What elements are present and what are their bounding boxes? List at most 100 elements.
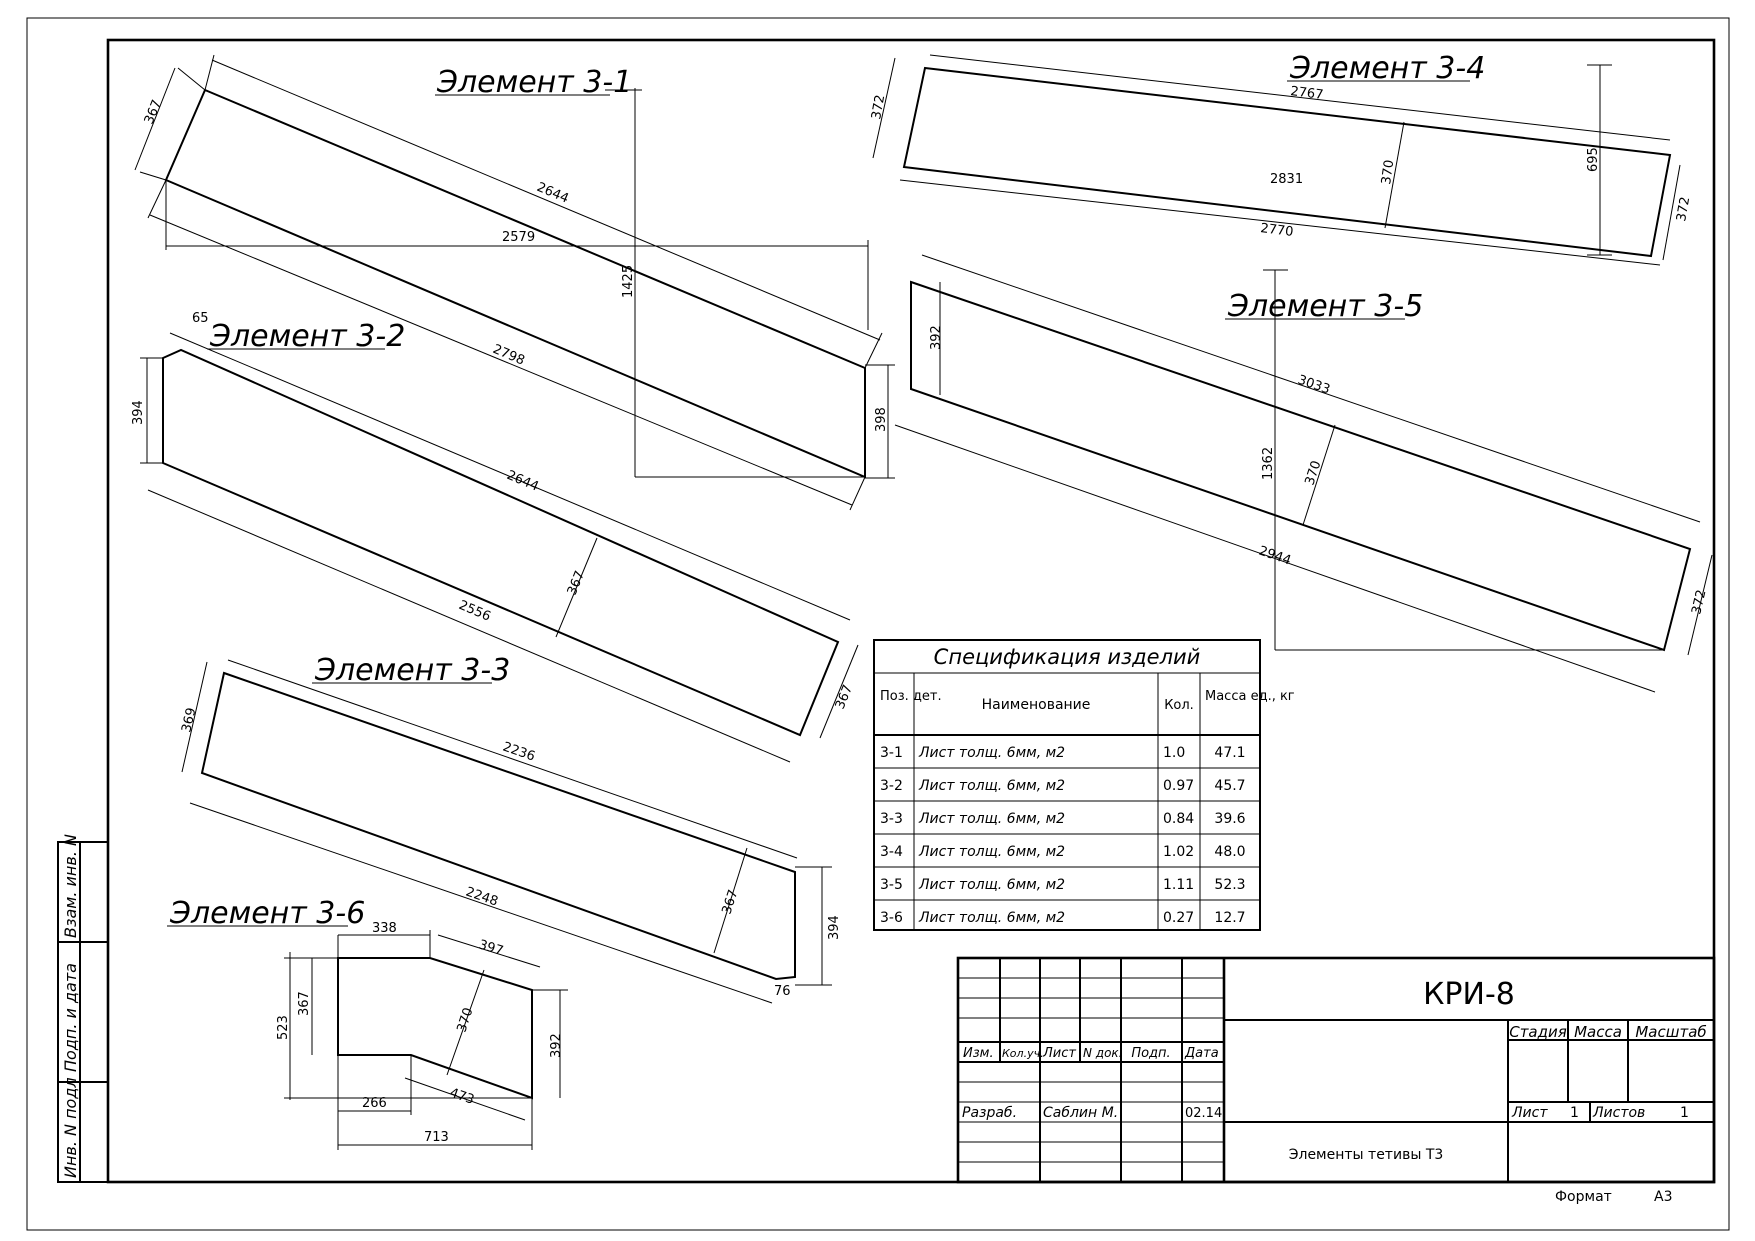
tb-col-podp: Подп. [1131,1046,1170,1061]
spec-row-pos: 3-5 [880,877,903,893]
e4-dim-372-end: 372 [1674,196,1693,223]
e4-dim-2831: 2831 [1270,172,1303,187]
e1-dim-367: 367 [142,98,165,127]
element-3-1: Элемент 3-1 367 2644 2579 1425 2798 398 [134,54,895,511]
e1-dim-398: 398 [874,407,889,432]
tb-sheets-label: Листов [1592,1105,1645,1121]
e6-dim-392: 392 [549,1033,564,1058]
element-3-5: Элемент 3-5 392 3033 1362 370 2944 372 [894,254,1713,693]
side-stamp-orig-inv: Инв. N подл [61,1077,80,1178]
element-3-5-title: Элемент 3-5 [1227,289,1423,324]
title-block: Изм. Кол.уч. Лист N док. Подп. Дата Разр… [956,956,1716,1205]
e6-dim-367: 367 [297,991,312,1016]
side-stamp-replace-inv: Взам. инв. N [61,834,80,938]
spec-row-mass: 45.7 [1214,778,1245,794]
element-3-6: Элемент 3-6 338 397 523 367 370 392 266 … [167,896,568,1150]
spec-row-mass: 39.6 [1214,811,1245,827]
spec-row-qty: 0.84 [1163,811,1194,827]
spec-row-name: Лист толщ. 6мм, м2 [918,910,1065,926]
element-3-1-outline [164,88,866,479]
element-3-3-outline [200,671,796,981]
element-3-6-title: Элемент 3-6 [169,896,365,931]
e5-dim-370: 370 [1303,459,1325,487]
tb-col-kol-uch: Кол.уч. [1002,1047,1044,1060]
e1-dim-2579: 2579 [502,230,535,245]
spec-row-pos: 3-1 [880,745,903,761]
element-3-4-outline [902,66,1672,258]
e6-dim-523: 523 [276,1015,291,1040]
e1-dim-1425: 1425 [621,265,636,298]
e2-dim-65: 65 [192,311,209,326]
side-stamp-sign-date: Подп. и дата [61,963,80,1072]
spec-row-pos: 3-3 [880,811,903,827]
element-3-2-outline [162,348,840,737]
e5-dim-1362: 1362 [1261,447,1276,480]
drawing-frame [106,38,1716,1184]
spec-row-mass: 47.1 [1214,745,1245,761]
spec-title: Спецификация изделий [934,645,1201,669]
e3-dim-76: 76 [774,984,791,999]
tb-stage-label: Стадия [1509,1023,1567,1041]
e3-dim-367: 367 [720,888,742,916]
spec-row-mass: 48.0 [1214,844,1245,860]
e5-dim-3033: 3033 [1296,373,1332,398]
tb-developer-name: Саблин М. [1043,1105,1118,1121]
spec-row-qty: 1.11 [1163,877,1194,893]
element-3-4: Элемент 3-4 372 2767 2831 370 695 2770 3… [869,51,1693,266]
spec-header-qty: Кол. [1164,698,1194,713]
spec-row-name: Лист толщ. 6мм, м2 [918,844,1065,860]
spec-table: Спецификация изделий Поз. дет. Наименова… [873,639,1295,931]
spec-row-pos: 3-6 [880,910,903,926]
e3-dim-369: 369 [179,706,199,734]
e4-dim-2767: 2767 [1290,84,1325,103]
tb-mass-label: Масса [1574,1023,1622,1041]
e2-dim-2644: 2644 [504,468,540,495]
spec-row-qty: 0.27 [1163,910,1194,926]
spec-row-qty: 1.0 [1163,745,1185,761]
spec-header-mass: Масса ед., кг [1205,689,1295,704]
e4-dim-372: 372 [869,94,888,121]
spec-row-mass: 12.7 [1214,910,1245,926]
tb-sheet-label: Лист [1511,1105,1548,1121]
spec-row-name: Лист толщ. 6мм, м2 [918,811,1065,827]
e2-dim-367-end: 367 [833,683,856,712]
element-3-4-title: Элемент 3-4 [1289,51,1485,86]
element-3-5-outline [910,280,1692,652]
e5-dim-392: 392 [929,325,944,350]
e4-dim-695: 695 [1586,147,1601,172]
e6-dim-473: 473 [448,1086,476,1108]
tb-sheets-value: 1 [1680,1105,1689,1121]
e3-dim-2248: 2248 [464,885,500,910]
tb-date: 02.14 [1185,1106,1222,1121]
spec-row-name: Лист толщ. 6мм, м2 [918,745,1065,761]
e2-dim-394: 394 [131,400,146,425]
tb-sheet-value: 1 [1570,1105,1579,1121]
tb-developer-role: Разраб. [962,1105,1017,1121]
element-3-3: Элемент 3-3 369 2236 2248 367 394 76 [179,653,842,1004]
element-3-2: Элемент 3-2 65 394 2644 367 2556 367 [131,311,859,763]
e4-dim-370: 370 [1379,159,1397,186]
tb-col-izm: Изм. [963,1046,994,1061]
spec-row-mass: 52.3 [1214,877,1245,893]
element-3-1-title: Элемент 3-1 [436,65,632,100]
e6-dim-370: 370 [455,1006,477,1034]
tb-col-ndok: N док. [1083,1046,1123,1060]
spec-header-pos: Поз. дет. [880,689,942,704]
e3-dim-394: 394 [827,915,842,940]
tb-col-data: Дата [1184,1046,1219,1061]
e6-dim-397: 397 [477,937,505,959]
spec-row-name: Лист толщ. 6мм, м2 [918,877,1065,893]
element-3-6-outline [337,957,533,1100]
e5-dim-372: 372 [1689,588,1709,616]
e6-dim-713: 713 [424,1130,449,1145]
e6-dim-338: 338 [372,921,397,936]
element-3-3-title: Элемент 3-3 [314,653,510,688]
e6-dim-266: 266 [362,1096,387,1111]
outer-trim-frame [26,17,1730,1231]
tb-format-value: А3 [1654,1189,1672,1205]
spec-row-qty: 1.02 [1163,844,1194,860]
tb-drawing-name: Элементы тетивы Т3 [1289,1147,1444,1163]
spec-row-pos: 3-2 [880,778,903,794]
spec-row-name: Лист толщ. 6мм, м2 [918,778,1065,794]
